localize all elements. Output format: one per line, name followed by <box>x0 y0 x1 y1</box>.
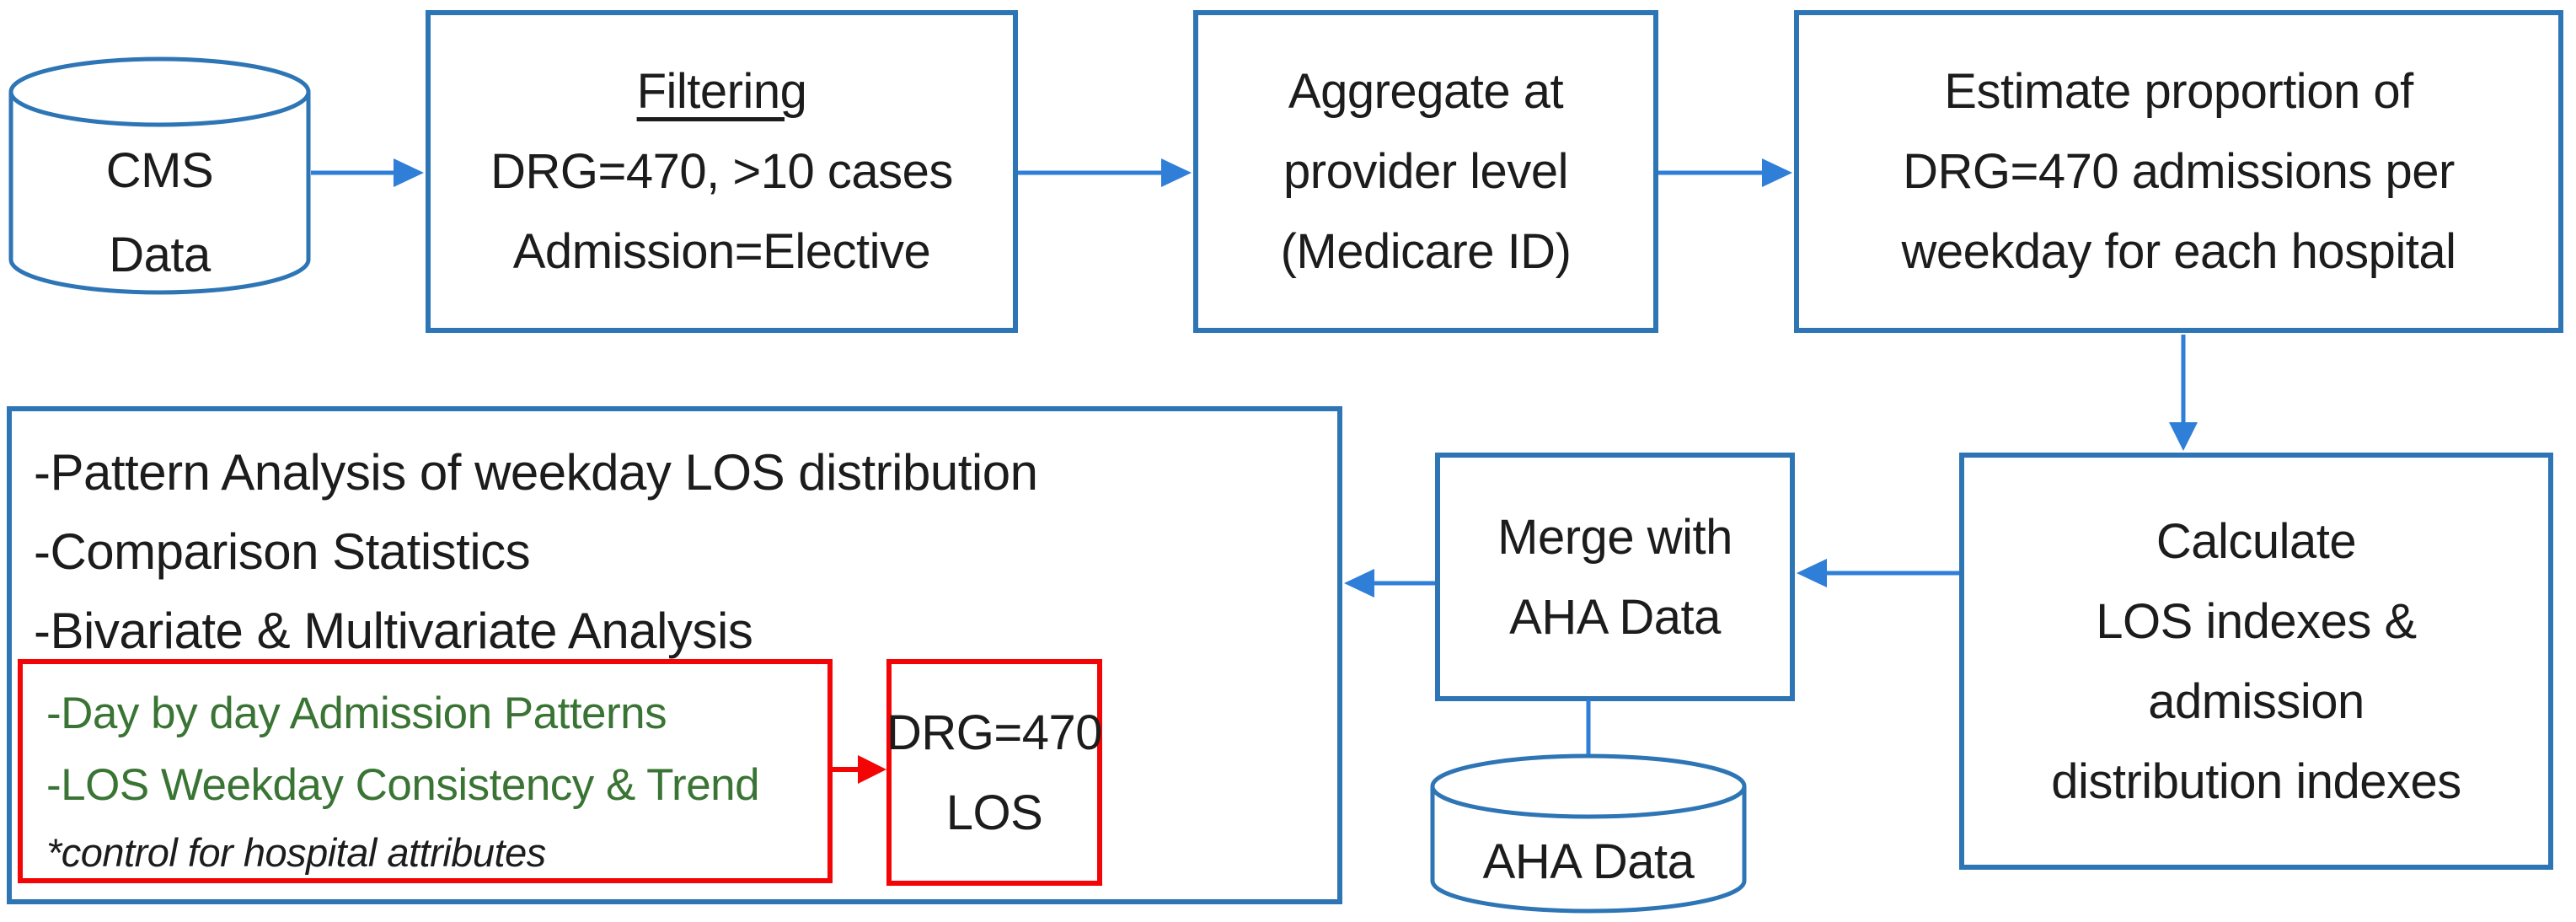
arrow-aggregate-to-estimate <box>1658 158 1792 187</box>
text-line: LOS <box>945 785 1043 840</box>
text-line: Aggregate at <box>1288 64 1564 119</box>
text-line: weekday for each hospital <box>1901 224 2456 279</box>
aggregate-box: Aggregate at provider level (Medicare ID… <box>1193 10 1658 333</box>
text-line: -LOS Weekday Consistency & Trend <box>46 760 760 810</box>
arrow-calculate-to-merge <box>1797 559 1959 587</box>
text-line: -Comparison Statistics <box>34 523 531 580</box>
arrow-estimate-to-calculate <box>2169 335 2198 451</box>
cms-data-label: CMS Data <box>8 129 311 298</box>
arrow-merge-to-analysis <box>1344 569 1435 598</box>
highlight-box: -Day by day Admission Patterns -LOS Week… <box>18 659 833 883</box>
text-line: -Bivariate & Multivariate Analysis <box>34 603 753 659</box>
text-line: provider level <box>1283 144 1568 199</box>
text-line: DRG=470 <box>886 705 1103 760</box>
aha-data-cylinder: AHA Data <box>1430 753 1747 916</box>
text-line: distribution indexes <box>2051 753 2461 809</box>
text-line: DRG=470 admissions per <box>1903 144 2455 199</box>
text-line: CMS <box>105 143 214 198</box>
text-line: AHA Data <box>1509 589 1721 645</box>
arrow-cms-to-filtering <box>311 158 424 187</box>
text-line: (Medicare ID) <box>1280 224 1572 279</box>
text-line: Calculate <box>2156 513 2357 569</box>
arrow-filtering-to-aggregate <box>1018 158 1192 187</box>
filtering-title: Filtering <box>636 64 807 119</box>
text-line: Data <box>109 228 211 282</box>
cms-data-cylinder: CMS Data <box>8 55 311 295</box>
text-line: LOS indexes & <box>2096 593 2417 649</box>
text-line: -Pattern Analysis of weekday LOS distrib… <box>34 444 1038 501</box>
text-line: DRG=470, >10 cases <box>490 144 953 199</box>
text-line: Estimate proportion of <box>1944 64 2413 119</box>
drg-los-box: DRG=470 LOS <box>886 659 1103 886</box>
text-line: Merge with <box>1497 509 1733 565</box>
cylinder-shape <box>1430 753 1747 914</box>
filtering-box: Filtering DRG=470, >10 cases Admission=E… <box>426 10 1018 333</box>
footnote-line: *control for hospital attributes <box>46 830 546 875</box>
text-line: AHA Data <box>1482 834 1695 889</box>
merge-box: Merge with AHA Data <box>1435 453 1795 701</box>
calculate-box: Calculate LOS indexes & admission distri… <box>1959 453 2553 870</box>
cylinder-shape <box>8 56 311 295</box>
estimate-box: Estimate proportion of DRG=470 admission… <box>1794 10 2563 333</box>
text-line: -Day by day Admission Patterns <box>46 689 667 738</box>
text-line: admission <box>2148 673 2364 729</box>
aha-data-label: AHA Data <box>1430 820 1747 904</box>
text-line: Admission=Elective <box>512 224 931 279</box>
